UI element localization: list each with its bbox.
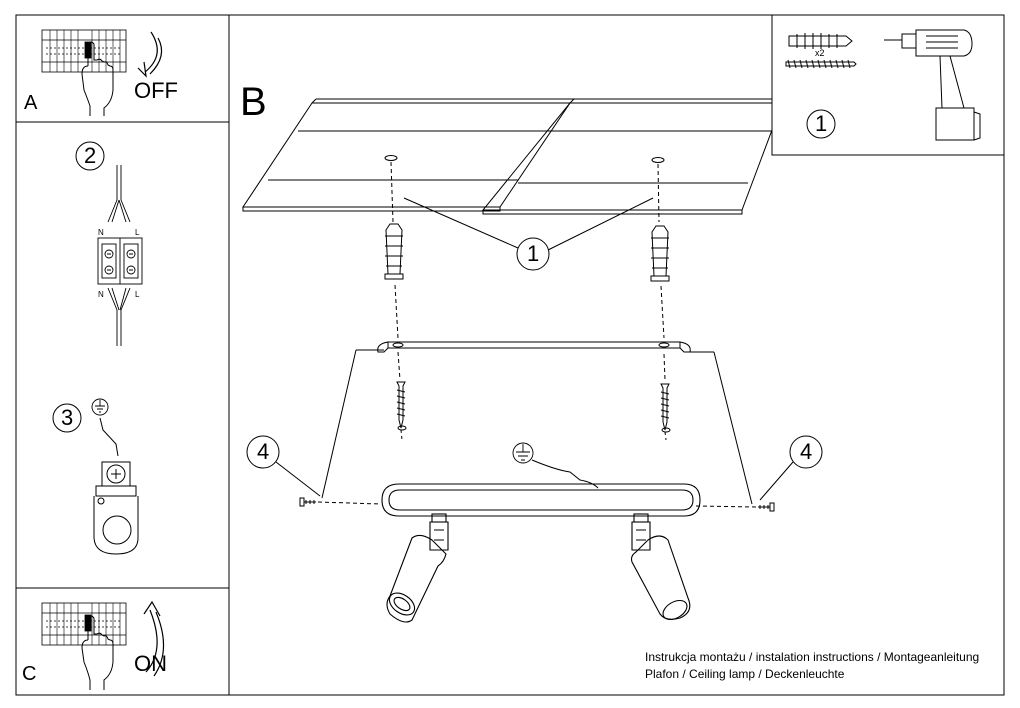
anchor-quantity: x2 bbox=[815, 48, 825, 58]
callout-1-circle bbox=[516, 237, 550, 271]
ceiling-panel-icon bbox=[481, 98, 773, 215]
arrow-on-icon bbox=[143, 600, 165, 677]
guide-line bbox=[321, 349, 357, 499]
terminal-block-icon bbox=[97, 165, 143, 346]
callout-1-number: 1 bbox=[527, 241, 540, 266]
ceiling-hole bbox=[384, 155, 398, 161]
screw-icon bbox=[660, 383, 670, 431]
tools-step-1-number: 1 bbox=[815, 111, 828, 136]
spotlight-icon bbox=[386, 513, 449, 623]
screw-tip bbox=[661, 427, 671, 433]
guide-line bbox=[390, 161, 394, 223]
guide-line bbox=[657, 163, 660, 223]
step-2-number: 2 bbox=[84, 143, 97, 168]
tools-box-frame bbox=[771, 15, 1004, 156]
ground-clamp-icon bbox=[93, 461, 139, 555]
mounting-bracket-icon bbox=[377, 341, 691, 353]
wall-plug-icon bbox=[650, 225, 670, 282]
wire-l-top-label: L bbox=[135, 228, 140, 237]
arrow-off-icon bbox=[137, 31, 163, 78]
wire-n-bottom-label: N bbox=[98, 290, 104, 299]
callout-1-leader bbox=[403, 197, 519, 249]
step-3-number: 3 bbox=[61, 405, 74, 430]
ground-wire bbox=[531, 459, 599, 489]
step-2-circle bbox=[75, 141, 105, 171]
callout-1-leader bbox=[547, 197, 654, 251]
switch-panel-icon bbox=[41, 602, 127, 646]
screw-tip bbox=[397, 425, 407, 431]
callout-4-left-number: 4 bbox=[257, 439, 270, 464]
wire-l-bottom-label: L bbox=[135, 290, 140, 299]
lamp-base-icon bbox=[381, 483, 701, 517]
wall-plug-icon bbox=[384, 223, 404, 280]
spotlight-icon bbox=[630, 513, 691, 621]
guide-line bbox=[317, 501, 381, 505]
screw-icon bbox=[396, 381, 406, 429]
callout-4-leader bbox=[759, 461, 794, 501]
footer-line-1: Instrukcja montażu / instalation instruc… bbox=[645, 650, 980, 664]
ground-wire bbox=[99, 417, 119, 457]
callout-4-leader bbox=[275, 461, 321, 497]
switch-on-label: ON bbox=[134, 651, 167, 676]
callout-4-right-number: 4 bbox=[800, 439, 813, 464]
tools-step-1-circle bbox=[806, 109, 836, 139]
switch-off-label: OFF bbox=[134, 78, 178, 103]
callout-4-right-circle bbox=[789, 435, 823, 469]
wire-n-top-label: N bbox=[98, 228, 104, 237]
guide-line bbox=[660, 285, 665, 339]
ground-symbol-icon bbox=[91, 398, 109, 416]
side-screw-icon bbox=[758, 502, 775, 512]
guide-line bbox=[400, 429, 667, 441]
switch-panel-icon bbox=[41, 29, 127, 73]
guide-line bbox=[356, 349, 714, 353]
guide-line bbox=[394, 284, 399, 339]
panel-b-letter: B bbox=[240, 80, 267, 124]
panel-a-letter: A bbox=[24, 92, 38, 114]
page-frame bbox=[15, 14, 1005, 696]
side-screw-icon bbox=[299, 497, 316, 507]
guide-line bbox=[663, 353, 666, 381]
wall-plug-icon bbox=[788, 33, 853, 49]
callout-4-left-circle bbox=[246, 435, 280, 469]
guide-line bbox=[695, 505, 757, 508]
step-3-circle bbox=[52, 403, 82, 433]
guide-line bbox=[713, 351, 753, 505]
screw-icon bbox=[785, 59, 857, 69]
drill-icon bbox=[884, 29, 981, 141]
hand-icon bbox=[81, 41, 114, 116]
ceiling-panel-icon bbox=[242, 98, 576, 212]
ceiling-hole bbox=[651, 157, 665, 163]
panel-c-letter: C bbox=[22, 663, 37, 685]
footer-line-2: Plafon / Ceiling lamp / Deckenleuchte bbox=[645, 667, 845, 681]
ground-symbol-icon bbox=[512, 442, 534, 464]
guide-line bbox=[397, 351, 401, 381]
hand-icon bbox=[81, 615, 114, 690]
